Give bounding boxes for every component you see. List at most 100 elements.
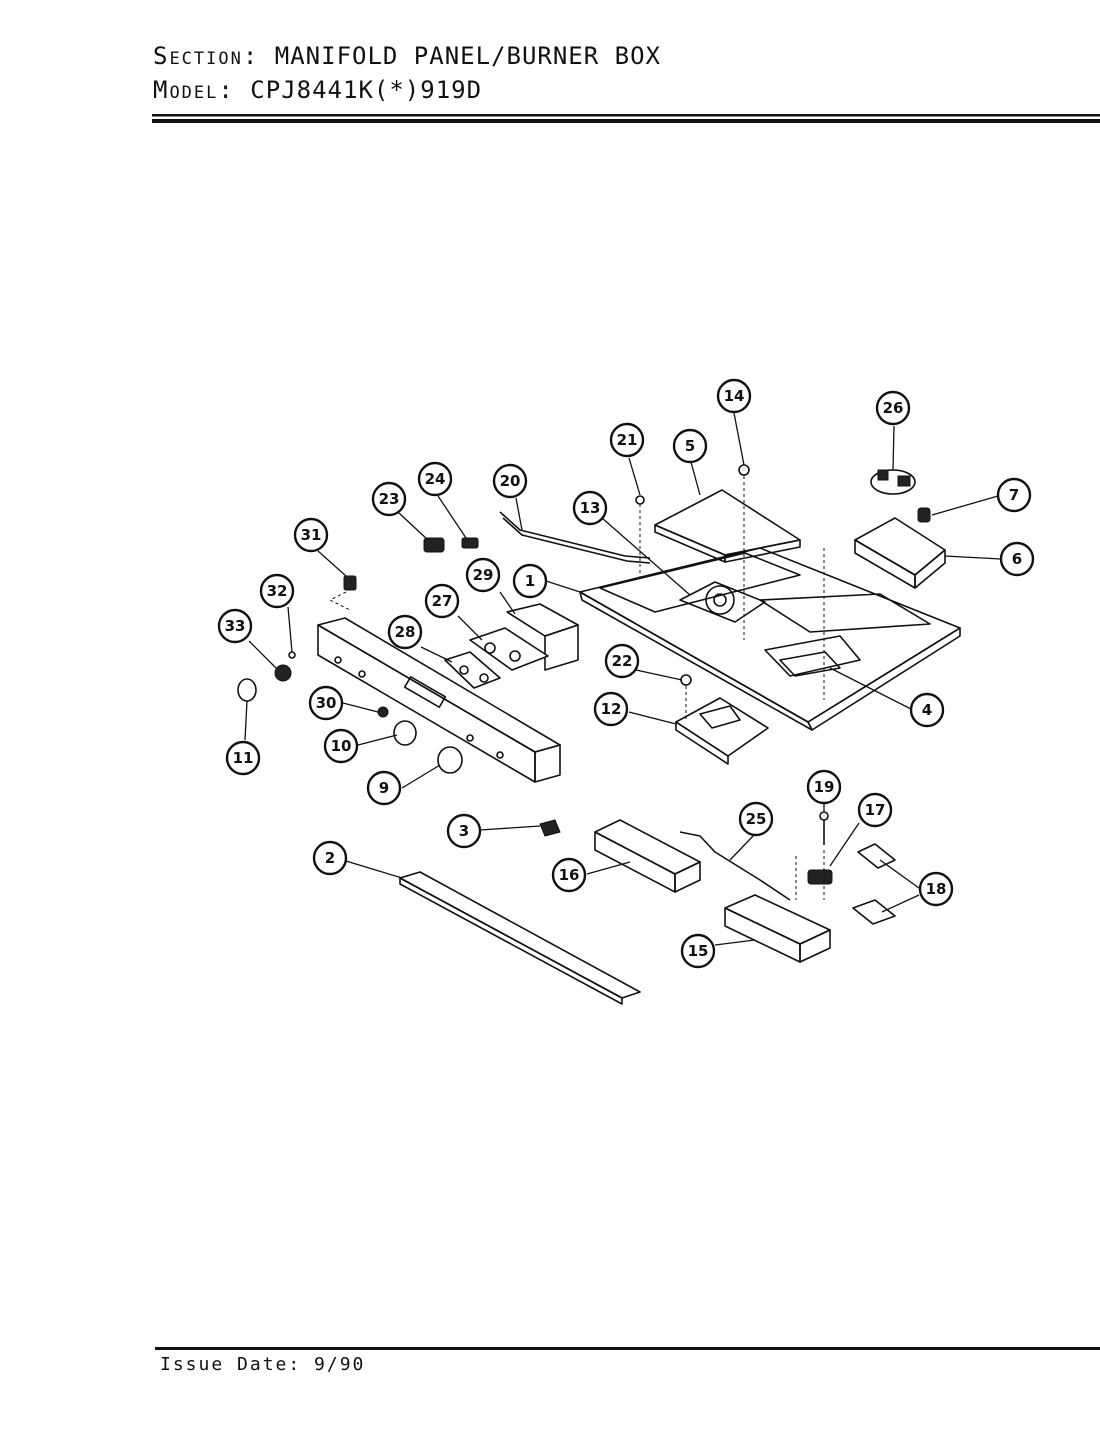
callout-26[interactable]: 26 (875, 390, 911, 426)
part-24-spring (461, 537, 479, 549)
part-25-wire (679, 831, 791, 901)
svg-text:21: 21 (617, 431, 638, 449)
part-2-rail (399, 871, 641, 1005)
callout-1[interactable]: 1 (512, 563, 548, 599)
svg-text:28: 28 (395, 623, 416, 641)
callout-5[interactable]: 5 (672, 428, 708, 464)
svg-text:22: 22 (612, 652, 633, 670)
svg-text:7: 7 (1009, 486, 1019, 504)
callout-2[interactable]: 2 (312, 840, 348, 876)
svg-text:29: 29 (473, 566, 494, 584)
callout-23[interactable]: 23 (371, 481, 407, 517)
svg-text:11: 11 (233, 749, 254, 767)
svg-text:14: 14 (724, 387, 745, 405)
svg-text:31: 31 (301, 526, 322, 544)
callout-4[interactable]: 4 (909, 692, 945, 728)
part-32-screw (288, 651, 296, 659)
part-31-clip (343, 575, 357, 591)
callout-22[interactable]: 22 (604, 643, 640, 679)
part-27-board (469, 627, 549, 671)
part-4-panel (779, 651, 841, 677)
part-14-washer (738, 464, 750, 476)
part-29-cover (506, 603, 579, 671)
svg-text:2: 2 (325, 849, 335, 867)
part-33-grommet (274, 664, 292, 682)
callout-10[interactable]: 10 (323, 728, 359, 764)
callout-16[interactable]: 16 (551, 857, 587, 893)
part-11-knob (237, 678, 257, 702)
svg-text:33: 33 (225, 617, 246, 635)
callout-17[interactable]: 17 (857, 792, 893, 828)
part-7-clip (917, 507, 931, 523)
header-rule (152, 114, 1100, 123)
manifold-panel (317, 617, 561, 783)
model-value: CPJ8441K(*)919D (250, 76, 483, 104)
part-20-rod (499, 511, 651, 564)
svg-text:32: 32 (267, 582, 288, 600)
part-5-plate (654, 489, 801, 563)
svg-text:20: 20 (500, 472, 521, 490)
part-15-bracket (724, 894, 831, 963)
part-18-bracket-a (857, 843, 896, 869)
callout-9[interactable]: 9 (366, 770, 402, 806)
part-26-switch (870, 469, 916, 495)
section-title: Section: MANIFOLD PANEL/BURNER BOX (153, 42, 661, 70)
part-22-screw (680, 674, 692, 686)
svg-text:30: 30 (316, 694, 337, 712)
callout-30[interactable]: 30 (308, 685, 344, 721)
svg-text:12: 12 (601, 700, 622, 718)
callout-32[interactable]: 32 (259, 573, 295, 609)
callout-27[interactable]: 27 (424, 583, 460, 619)
callout-14[interactable]: 14 (716, 378, 752, 414)
callout-28[interactable]: 28 (387, 614, 423, 650)
part-17-igniter (807, 869, 833, 885)
svg-text:26: 26 (883, 399, 904, 417)
svg-text:19: 19 (814, 778, 835, 796)
callout-20[interactable]: 20 (492, 463, 528, 499)
section-label: Section: (153, 42, 260, 70)
issue-date: Issue Date: 9/90 (160, 1354, 366, 1375)
callout-12[interactable]: 12 (593, 691, 629, 727)
part-23-spring (423, 537, 445, 553)
callout-25[interactable]: 25 (738, 801, 774, 837)
svg-text:9: 9 (379, 779, 389, 797)
svg-text:10: 10 (331, 737, 352, 755)
callout-6[interactable]: 6 (999, 541, 1035, 577)
part-16-bracket (594, 819, 701, 893)
callout-29[interactable]: 29 (465, 557, 501, 593)
part-19-screw (819, 811, 829, 845)
footer-rule (155, 1347, 1100, 1350)
part-13-burner (679, 581, 766, 623)
callout-7[interactable]: 7 (996, 477, 1032, 513)
svg-text:25: 25 (746, 810, 767, 828)
callout-18[interactable]: 18 (918, 871, 954, 907)
part-30-grommet (377, 706, 389, 718)
callout-11[interactable]: 11 (225, 740, 261, 776)
callout-19[interactable]: 19 (806, 769, 842, 805)
svg-text:3: 3 (459, 822, 469, 840)
callout-13[interactable]: 13 (572, 490, 608, 526)
model-title: Model: CPJ8441K(*)919D (153, 76, 482, 104)
part-1-burner-box (579, 547, 961, 731)
part-12-bracket (675, 697, 769, 765)
callout-15[interactable]: 15 (680, 933, 716, 969)
part-21-screw (635, 495, 645, 505)
svg-text:6: 6 (1012, 550, 1022, 568)
part-9-knob (437, 746, 463, 774)
part-28-board (444, 651, 501, 689)
callout-21[interactable]: 21 (609, 422, 645, 458)
callout-33[interactable]: 33 (217, 608, 253, 644)
callout-3[interactable]: 3 (446, 813, 482, 849)
svg-text:15: 15 (688, 942, 709, 960)
part-18-bracket-b (852, 899, 896, 925)
callout-31[interactable]: 31 (293, 517, 329, 553)
svg-text:13: 13 (580, 499, 601, 517)
leader-lines (244, 412, 1002, 946)
svg-text:27: 27 (432, 592, 453, 610)
model-label: Model: (153, 76, 235, 104)
callout-24[interactable]: 24 (417, 461, 453, 497)
svg-text:1: 1 (525, 572, 535, 590)
svg-text:18: 18 (926, 880, 947, 898)
part-3-clip (539, 819, 561, 837)
